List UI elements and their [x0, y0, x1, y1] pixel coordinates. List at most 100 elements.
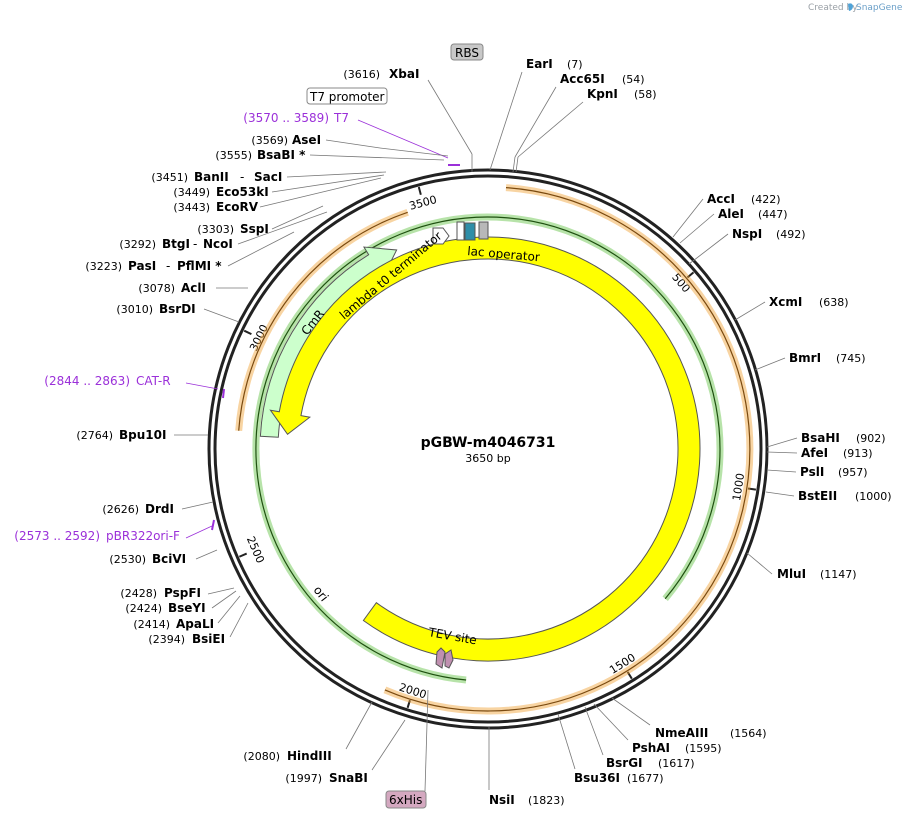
enzyme-position: (3010) — [116, 303, 153, 316]
enzyme-name: AfeI — [801, 446, 828, 460]
enzyme-position: (745) — [836, 352, 866, 365]
leader-line — [754, 357, 786, 371]
enzyme-name: PslI — [800, 465, 824, 479]
leader-line — [217, 595, 241, 624]
rbs-label: RBS — [455, 46, 479, 60]
enzyme-name: AleI — [718, 207, 744, 221]
leader-line — [672, 198, 704, 238]
enzyme-position: (3078) — [138, 282, 175, 295]
primer-name: T7 — [333, 111, 349, 125]
lac-operator-label: lac operator — [467, 244, 541, 264]
enzyme-name: BmrI — [789, 351, 821, 365]
enzyme-position: (54) — [622, 73, 645, 86]
leader-line — [345, 701, 373, 750]
orf-main-line — [384, 187, 751, 712]
tick-mark — [238, 552, 248, 558]
tev-site-glyph — [435, 647, 454, 669]
t7-promoter-tag: T7 promoter — [306, 87, 388, 105]
enzyme-position: (2414) — [133, 618, 170, 631]
enzyme-name: BsaBI * — [257, 148, 306, 162]
leader-line — [309, 154, 445, 161]
enzyme-name: AccI — [707, 192, 735, 206]
enzyme-position: (2424) — [125, 602, 162, 615]
enzyme-position: (2626) — [102, 503, 139, 516]
leader-line — [207, 587, 235, 595]
enzyme-position: (1564) — [730, 727, 767, 740]
leader-line — [679, 213, 715, 244]
enzyme-name: BstEII — [798, 489, 837, 503]
tick-mark — [626, 671, 633, 680]
leader-line — [766, 437, 798, 448]
orf-green-line — [255, 216, 721, 681]
pbr322ori-f-primer-bar — [211, 519, 215, 531]
enzyme-name: XbaI — [389, 67, 419, 81]
enzyme-name: NcoI — [203, 237, 233, 251]
tick-label: 2500 — [244, 534, 267, 565]
leader-line — [195, 549, 218, 560]
enzyme-position: (3616) — [343, 68, 380, 81]
enzyme-name: MluI — [777, 567, 806, 581]
leader-line — [746, 552, 773, 575]
leader-line — [259, 177, 382, 208]
tick-label: 1000 — [730, 472, 747, 502]
enzyme-position: (447) — [758, 208, 788, 221]
leader-line — [512, 156, 516, 173]
enzyme-position: (902) — [856, 432, 886, 445]
backbone-outer — [207, 168, 769, 730]
enzyme-position: (3555) — [215, 149, 252, 162]
enzyme-position: (1997) — [285, 772, 322, 785]
leader-line — [203, 308, 240, 323]
leader-line — [286, 171, 387, 178]
enzyme-position: (7) — [567, 58, 583, 71]
primer-name: CAT-R — [136, 374, 171, 388]
enzyme-name: XcmI — [769, 295, 802, 309]
enzyme-position: (957) — [838, 466, 868, 479]
enzyme-position: (492) — [776, 228, 806, 241]
primer-range: (2844 .. 2863) — [44, 374, 130, 388]
enzyme-name: SspI — [240, 222, 269, 236]
enzyme-name: BseYI — [168, 601, 206, 615]
enzyme-position: (2394) — [148, 633, 185, 646]
enzyme-name: NsiI — [489, 793, 515, 807]
enzyme-name: ApaLI — [176, 617, 214, 631]
backbone-inner — [213, 174, 763, 724]
enzyme-position: (1595) — [685, 742, 722, 755]
enzyme-name: Eco53kI — [216, 185, 269, 199]
leader-line — [557, 713, 576, 770]
enzyme-position: (2428) — [120, 587, 157, 600]
enzyme-position: (2764) — [76, 429, 113, 442]
tick-mark — [417, 186, 422, 195]
leader-line — [766, 451, 798, 454]
enzyme-position: (58) — [634, 88, 657, 101]
enzyme-position: (1147) — [820, 568, 857, 581]
cat-r-primer-bar — [222, 388, 225, 399]
enzyme-separator: - — [240, 170, 244, 184]
enzyme-position: (422) — [751, 193, 781, 206]
enzyme-name: NmeAIII — [655, 726, 708, 740]
enzyme-leader-lines — [174, 71, 798, 792]
enzyme-position: (1617) — [658, 757, 695, 770]
leader-line — [181, 501, 214, 510]
leader-line — [357, 119, 449, 159]
enzyme-position: (2530) — [109, 553, 146, 566]
enzyme-name: PspFI — [164, 586, 201, 600]
enzyme-position: (2080) — [243, 750, 280, 763]
enzyme-name: HindIII — [287, 749, 332, 763]
enzyme-name: BsiEI — [192, 632, 225, 646]
leader-line — [271, 205, 324, 230]
enzyme-name: SnaBI — [329, 771, 368, 785]
enzyme-position: (1000) — [855, 490, 892, 503]
enzyme-name: KpnI — [587, 87, 618, 101]
leader-line — [611, 697, 651, 726]
enzyme-position: (3449) — [173, 186, 210, 199]
enzyme-name: SacI — [254, 170, 282, 184]
leader-line — [237, 211, 328, 245]
enzyme-position: (3303) — [197, 223, 234, 236]
enzyme-name: BsaHI — [801, 431, 840, 445]
enzyme-name: NspI — [732, 227, 762, 241]
primer-range: (3570 .. 3589) — [243, 111, 329, 125]
leader-line — [593, 703, 629, 741]
enzyme-position: (913) — [843, 447, 873, 460]
enzyme-name: DrdI — [145, 502, 174, 516]
leader-line — [185, 382, 219, 390]
